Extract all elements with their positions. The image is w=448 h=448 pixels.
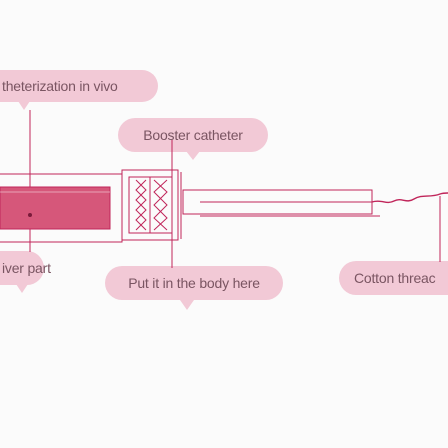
catheter-tube [182,189,373,215]
label-put-in-body: Put it in the body here [128,275,260,291]
bubble-booster-shape [118,118,268,160]
liver-core [0,186,111,230]
bubble-liver-shape [0,251,44,293]
label-liver-part: iver part [2,260,51,276]
bubble-catheterization-shape [0,70,158,110]
cotton-thread [371,192,448,204]
label-catheterization: theterization in vivo [2,78,118,94]
bubble-put-in-shape [105,266,283,310]
booster-block [121,169,179,241]
core-dot [28,213,32,217]
label-booster-catheter: Booster catheter [143,127,243,143]
bubble-cotton-shape [339,261,448,295]
booster-lattice [135,179,168,231]
label-cotton-thread: Cotton threac [354,270,436,286]
